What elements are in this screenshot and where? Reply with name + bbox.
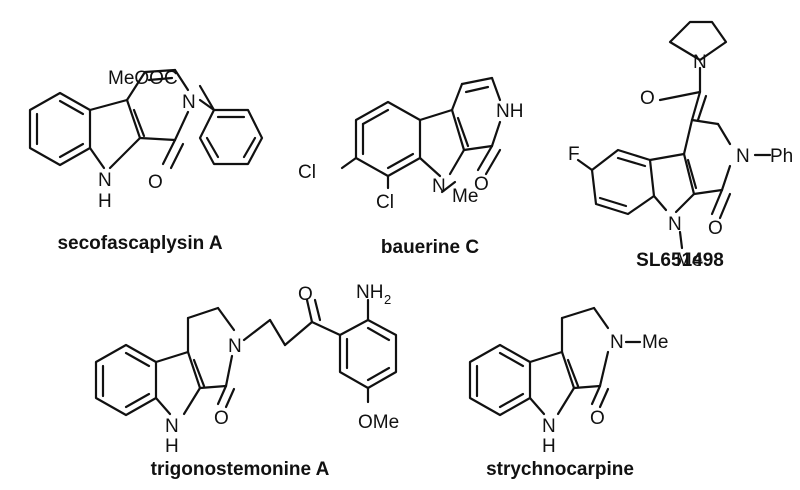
phenyl-label: Ph bbox=[770, 146, 793, 167]
n-methyl-label: N bbox=[668, 214, 682, 235]
fluoro-label: F bbox=[568, 144, 580, 165]
methyl-label: Me bbox=[452, 186, 478, 207]
nh-n-label: N bbox=[165, 416, 179, 437]
n-methyl-label: N bbox=[432, 176, 446, 197]
bauerine-c-bonds bbox=[340, 76, 502, 194]
carbonyl-o-label: O bbox=[148, 172, 163, 193]
cl-upper-label: Cl bbox=[298, 162, 316, 183]
nh-h-label: H bbox=[98, 191, 112, 212]
nh-n-label: N bbox=[542, 416, 556, 437]
secofascaplysin-a-bonds bbox=[28, 68, 264, 170]
nh-label: NH bbox=[496, 101, 523, 122]
ester-label: MeOOC bbox=[108, 68, 178, 89]
nh-h-label: H bbox=[165, 436, 179, 457]
nh-h-label: H bbox=[542, 436, 556, 457]
ring-n-label: N bbox=[228, 336, 242, 357]
methyl-label: Me bbox=[676, 250, 702, 271]
carbonyl-o-label: O bbox=[708, 218, 723, 239]
nh-n-label: N bbox=[98, 170, 112, 191]
compound-caption: bauerine C bbox=[381, 237, 479, 258]
methoxy-label: OMe bbox=[358, 412, 399, 433]
sl651498-structure: N O F N Ph N Me O SL651498 bbox=[568, 20, 793, 271]
n-ring-label: N bbox=[182, 92, 196, 113]
compound-caption: trigonostemonine A bbox=[151, 459, 330, 480]
compound-caption: SL651498 bbox=[636, 250, 724, 271]
carbonyl-o-label: O bbox=[474, 174, 489, 195]
compound-caption: secofascaplysin A bbox=[57, 233, 222, 254]
strychnocarpine-bonds bbox=[468, 306, 642, 417]
amine-subscript: 2 bbox=[384, 292, 391, 307]
cl-lower-label: Cl bbox=[376, 192, 394, 213]
carbonyl-o-label: O bbox=[214, 408, 229, 429]
bauerine-c-structure: Cl Cl NH N Me O bauerine C bbox=[298, 76, 523, 258]
compound-caption: strychnocarpine bbox=[486, 459, 634, 480]
ring-n-label: N bbox=[610, 332, 624, 353]
carbonyl-o-label: O bbox=[590, 408, 605, 429]
strychnocarpine-structure: N Me N H O strychnocarpine bbox=[468, 306, 668, 480]
amide-o-label: O bbox=[640, 88, 655, 109]
trigonostemonine-a-bonds bbox=[94, 298, 398, 417]
methyl-label: Me bbox=[642, 332, 668, 353]
trigonostemonine-a-structure: O NH 2 N N H O OMe trigonostemonine A bbox=[94, 282, 399, 480]
pyrrolidine-n-label: N bbox=[693, 52, 707, 73]
sl651498-bonds bbox=[576, 20, 772, 250]
secofascaplysin-a-structure: MeOOC N N H O secofascaplysin A bbox=[28, 68, 264, 254]
amine-label: NH bbox=[356, 282, 383, 303]
ketone-o-label: O bbox=[298, 284, 313, 305]
ring-n-label: N bbox=[736, 146, 750, 167]
